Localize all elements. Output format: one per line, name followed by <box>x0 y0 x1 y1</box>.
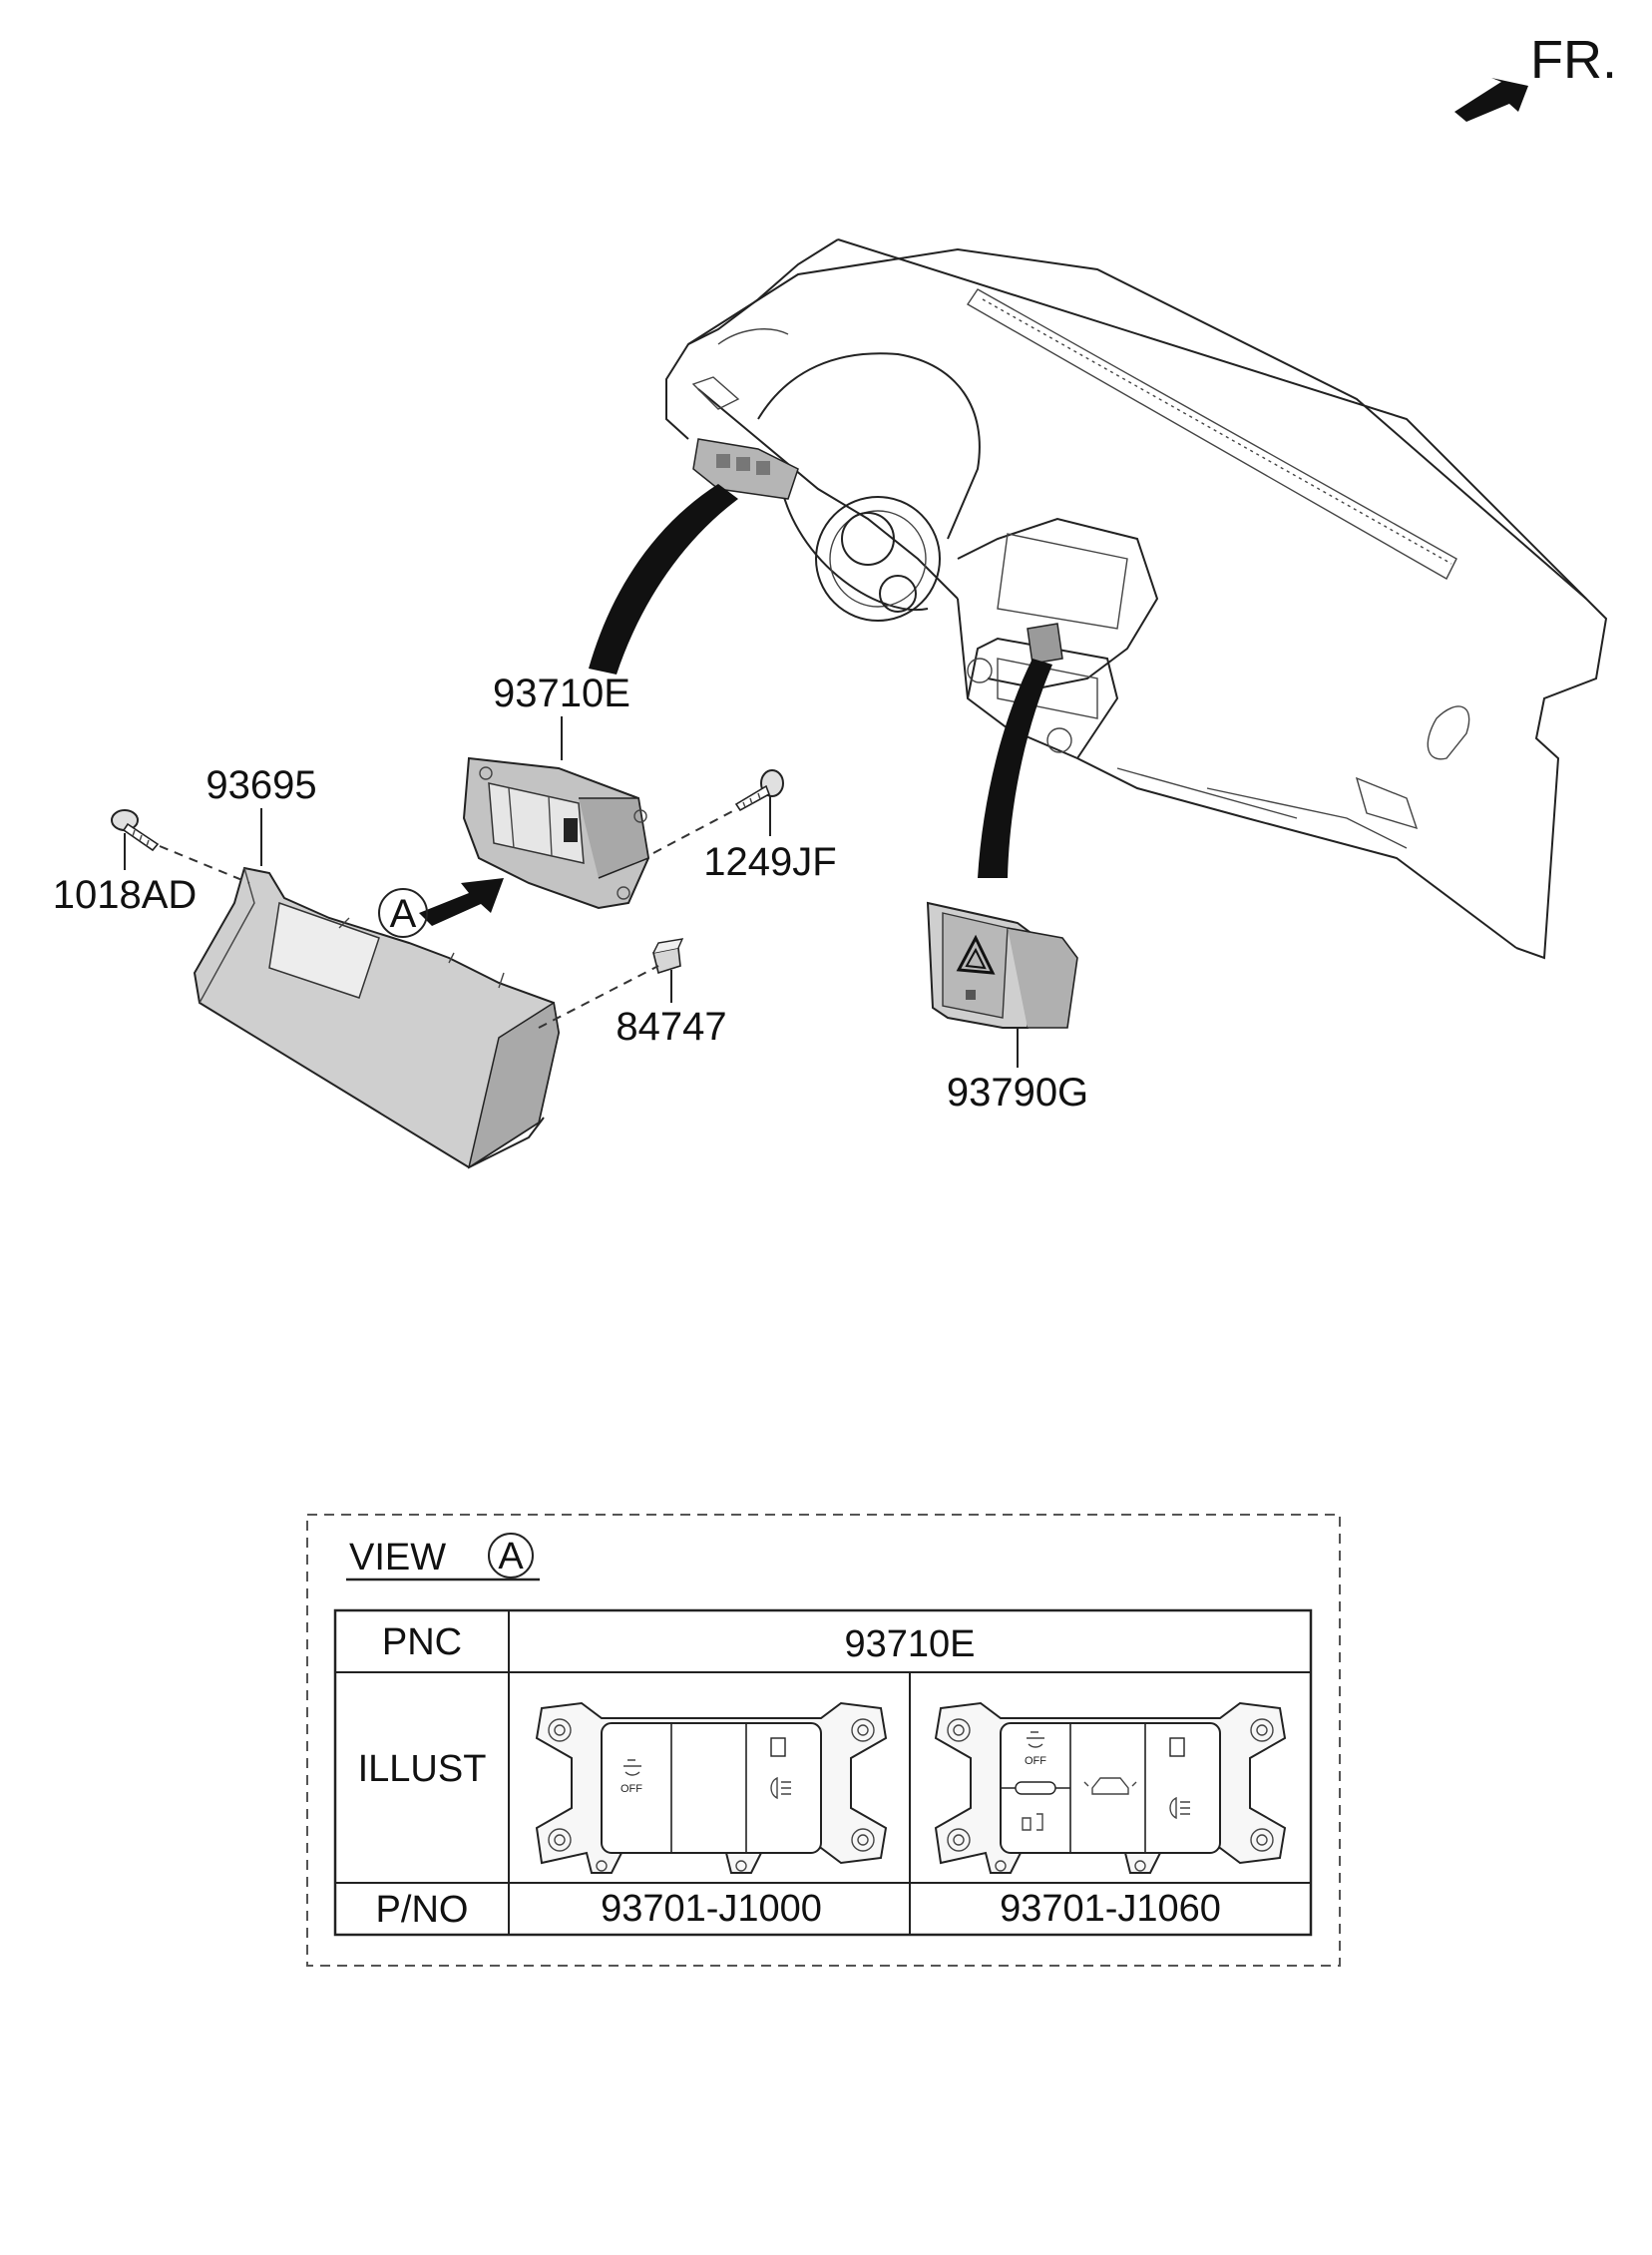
callout-93710E: 93710E <box>493 672 630 715</box>
part-number-1: 93701-J1000 <box>601 1888 822 1930</box>
esc-off-icon <box>623 1759 641 1776</box>
fuel-door-icon <box>770 1737 786 1757</box>
screw-left-part <box>111 809 160 852</box>
callout-93695: 93695 <box>206 763 316 807</box>
esc-off-icon <box>1027 1731 1044 1748</box>
callout-93790G: 93790G <box>947 1071 1088 1115</box>
view-title-ref: A <box>498 1536 524 1578</box>
parking-sensor-icon <box>1083 1777 1137 1795</box>
leader-wedge-switch <box>589 484 738 675</box>
front-label: FR. <box>1530 30 1617 90</box>
pnc-label: PNC <box>382 1621 462 1663</box>
leader-wedge-hazard <box>978 659 1052 878</box>
front-direction-indicator: FR. <box>1454 30 1617 122</box>
clip-part <box>652 938 684 975</box>
callout-84747: 84747 <box>616 1005 726 1049</box>
view-a-marker: A <box>390 892 417 936</box>
esc-off-text: OFF <box>1025 1755 1046 1767</box>
part-table: PNC 93710E ILLUST P/NO 93701-J1000 93701… <box>333 1608 1313 1937</box>
hazard-location-marker <box>1027 623 1063 665</box>
view-a-arrow: A <box>378 878 504 938</box>
fuel-door-icon <box>1169 1737 1185 1757</box>
lower-panel-part <box>193 866 561 1169</box>
view-a-detail-box: VIEW A PNC 93710E ILLUST P/NO 93701-J100… <box>306 1514 1341 1967</box>
illust-label: ILLUST <box>358 1748 487 1790</box>
headlamp-level-icon <box>770 1776 791 1800</box>
front-arrow-icon <box>1454 78 1528 122</box>
part-number-2: 93701-J1060 <box>1000 1888 1221 1930</box>
pnc-value: 93710E <box>844 1623 975 1665</box>
screw-right-part <box>734 769 784 812</box>
view-title: VIEW <box>349 1537 446 1578</box>
hill-descent-icon <box>1022 1813 1043 1831</box>
switch-illustration-2: OFF <box>934 1701 1287 1874</box>
callout-1018AD: 1018AD <box>53 873 198 917</box>
pno-label: P/NO <box>376 1889 469 1931</box>
callout-1249JF: 1249JF <box>703 840 836 884</box>
view-a-arrow-icon <box>419 878 504 926</box>
switch-illustration-1: OFF <box>535 1701 888 1874</box>
dashboard-illustration <box>665 238 1608 960</box>
headlamp-level-icon <box>1169 1796 1190 1820</box>
hazard-triangle-icon <box>956 934 996 975</box>
switch-assembly-part <box>462 756 650 910</box>
esc-off-text: OFF <box>620 1783 642 1795</box>
hazard-switch-part <box>926 901 1078 1029</box>
